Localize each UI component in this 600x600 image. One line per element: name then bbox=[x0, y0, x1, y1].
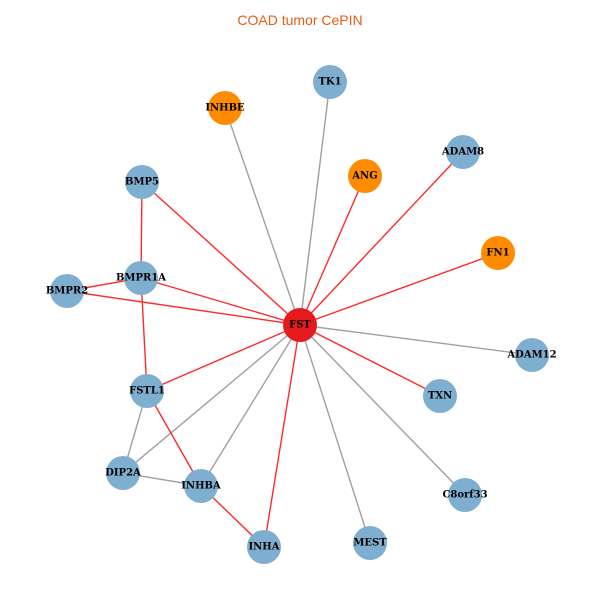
node-label: BMPR2 bbox=[46, 286, 88, 297]
node-BMPR2[interactable]: BMPR2 bbox=[46, 274, 88, 308]
node-label: C8orf33 bbox=[442, 490, 487, 501]
node-label: INHBE bbox=[205, 103, 245, 114]
edge-FST-TXN bbox=[299, 324, 441, 397]
node-circle bbox=[124, 261, 158, 295]
node-label: TXN bbox=[428, 391, 452, 402]
node-ADAM12[interactable]: ADAM12 bbox=[506, 338, 557, 372]
node-TXN[interactable]: TXN bbox=[423, 379, 457, 413]
node-label: INHA bbox=[248, 542, 279, 553]
node-circle bbox=[208, 91, 242, 125]
diagram-title: COAD tumor CePIN bbox=[237, 12, 363, 28]
edge-BMPR1A-FSTL1 bbox=[140, 277, 148, 392]
node-FST[interactable]: FST bbox=[283, 308, 317, 342]
node-label: ADAM8 bbox=[441, 147, 484, 158]
node-label: TK1 bbox=[318, 77, 341, 88]
node-circle bbox=[313, 65, 347, 99]
edge-FST-ADAM8 bbox=[299, 151, 464, 326]
node-INHBE[interactable]: INHBE bbox=[205, 91, 245, 125]
node-label: BMPR1A bbox=[116, 273, 166, 284]
node-label: DIP2A bbox=[105, 468, 141, 479]
node-label: ANG bbox=[351, 171, 377, 182]
node-label: ADAM12 bbox=[506, 350, 556, 361]
node-label: FN1 bbox=[486, 248, 509, 259]
node-FSTL1[interactable]: FSTL1 bbox=[129, 374, 165, 408]
node-circle bbox=[184, 469, 218, 503]
node-label: FSTL1 bbox=[129, 386, 165, 397]
node-label: BMP5 bbox=[125, 177, 159, 188]
node-INHA[interactable]: INHA bbox=[247, 530, 281, 564]
node-circle bbox=[106, 456, 140, 490]
edge-FST-DIP2A bbox=[122, 324, 301, 474]
node-circle bbox=[283, 308, 317, 342]
node-circle bbox=[353, 526, 387, 560]
node-ADAM8[interactable]: ADAM8 bbox=[441, 135, 484, 169]
edge-FST-TK1 bbox=[299, 81, 331, 326]
edge-FST-ANG bbox=[299, 175, 366, 326]
node-circle bbox=[448, 478, 482, 512]
node-circle bbox=[481, 236, 515, 270]
edge-FST-MEST bbox=[299, 324, 371, 544]
edge-FST-BMPR1A bbox=[140, 277, 301, 326]
node-circle bbox=[515, 338, 549, 372]
node-ANG[interactable]: ANG bbox=[348, 159, 382, 193]
node-circle bbox=[446, 135, 480, 169]
edge-FST-BMP5 bbox=[141, 181, 301, 326]
edge-FST-FSTL1 bbox=[146, 324, 301, 392]
node-TK1[interactable]: TK1 bbox=[313, 65, 347, 99]
node-circle bbox=[348, 159, 382, 193]
node-BMP5[interactable]: BMP5 bbox=[125, 165, 159, 199]
node-FN1[interactable]: FN1 bbox=[481, 236, 515, 270]
edge-FST-C8orf33 bbox=[299, 324, 466, 496]
edge-FST-BMPR2 bbox=[66, 290, 301, 326]
node-MEST[interactable]: MEST bbox=[353, 526, 387, 560]
edge-FST-INHA bbox=[263, 324, 301, 548]
node-circle bbox=[130, 374, 164, 408]
node-DIP2A[interactable]: DIP2A bbox=[105, 456, 141, 490]
edge-FST-FN1 bbox=[299, 252, 499, 326]
edge-FSTL1-INHBA bbox=[146, 390, 202, 487]
node-label: MEST bbox=[353, 538, 387, 549]
node-C8orf33[interactable]: C8orf33 bbox=[442, 478, 488, 512]
edge-FST-ADAM12 bbox=[299, 324, 533, 356]
node-label: INHBA bbox=[181, 481, 221, 492]
node-circle bbox=[247, 530, 281, 564]
node-label: FST bbox=[289, 320, 311, 331]
node-circle bbox=[125, 165, 159, 199]
node-circle bbox=[50, 274, 84, 308]
node-BMPR1A[interactable]: BMPR1A bbox=[116, 261, 166, 295]
node-circle bbox=[423, 379, 457, 413]
edge-FST-INHBE bbox=[224, 107, 301, 326]
node-INHBA[interactable]: INHBA bbox=[181, 469, 221, 503]
edge-FST-INHBA bbox=[200, 324, 301, 487]
